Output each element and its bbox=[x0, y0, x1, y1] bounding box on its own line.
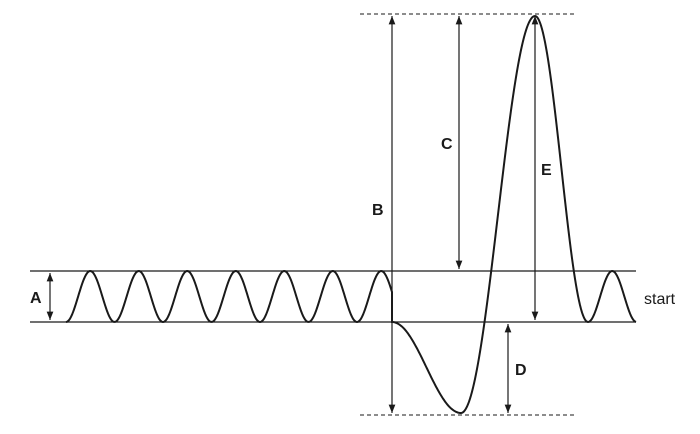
start-label: start bbox=[644, 291, 676, 308]
label-a: A bbox=[30, 290, 42, 307]
waveform-curve bbox=[65, 14, 637, 414]
label-d: D bbox=[515, 362, 527, 379]
label-c: C bbox=[441, 136, 453, 153]
label-e: E bbox=[541, 162, 552, 179]
label-b: B bbox=[372, 202, 384, 219]
